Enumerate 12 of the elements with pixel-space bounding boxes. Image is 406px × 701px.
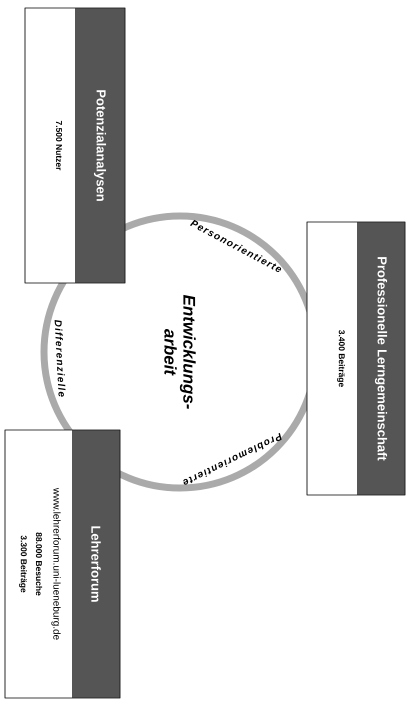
card-title: Lehrerforum (91, 526, 101, 602)
stat-text: 3.400 Beiträge (337, 330, 345, 387)
card-title: Potenzialanalysen (94, 90, 106, 201)
info-card (4, 430, 120, 698)
stat-text: 7.500 Nutzer (56, 120, 62, 170)
ring-label: Differenzielle (54, 320, 66, 397)
card-title: Professionelle Lerngemeinschaft (374, 257, 388, 461)
url-text: www.lehrerforum.uni-lueneburg.de (51, 488, 61, 640)
stat-text: 3.300 Beiträge (19, 535, 27, 592)
info-card (306, 222, 406, 496)
info-card (24, 8, 126, 284)
stat-text: 88.000 Besuche (36, 532, 42, 596)
